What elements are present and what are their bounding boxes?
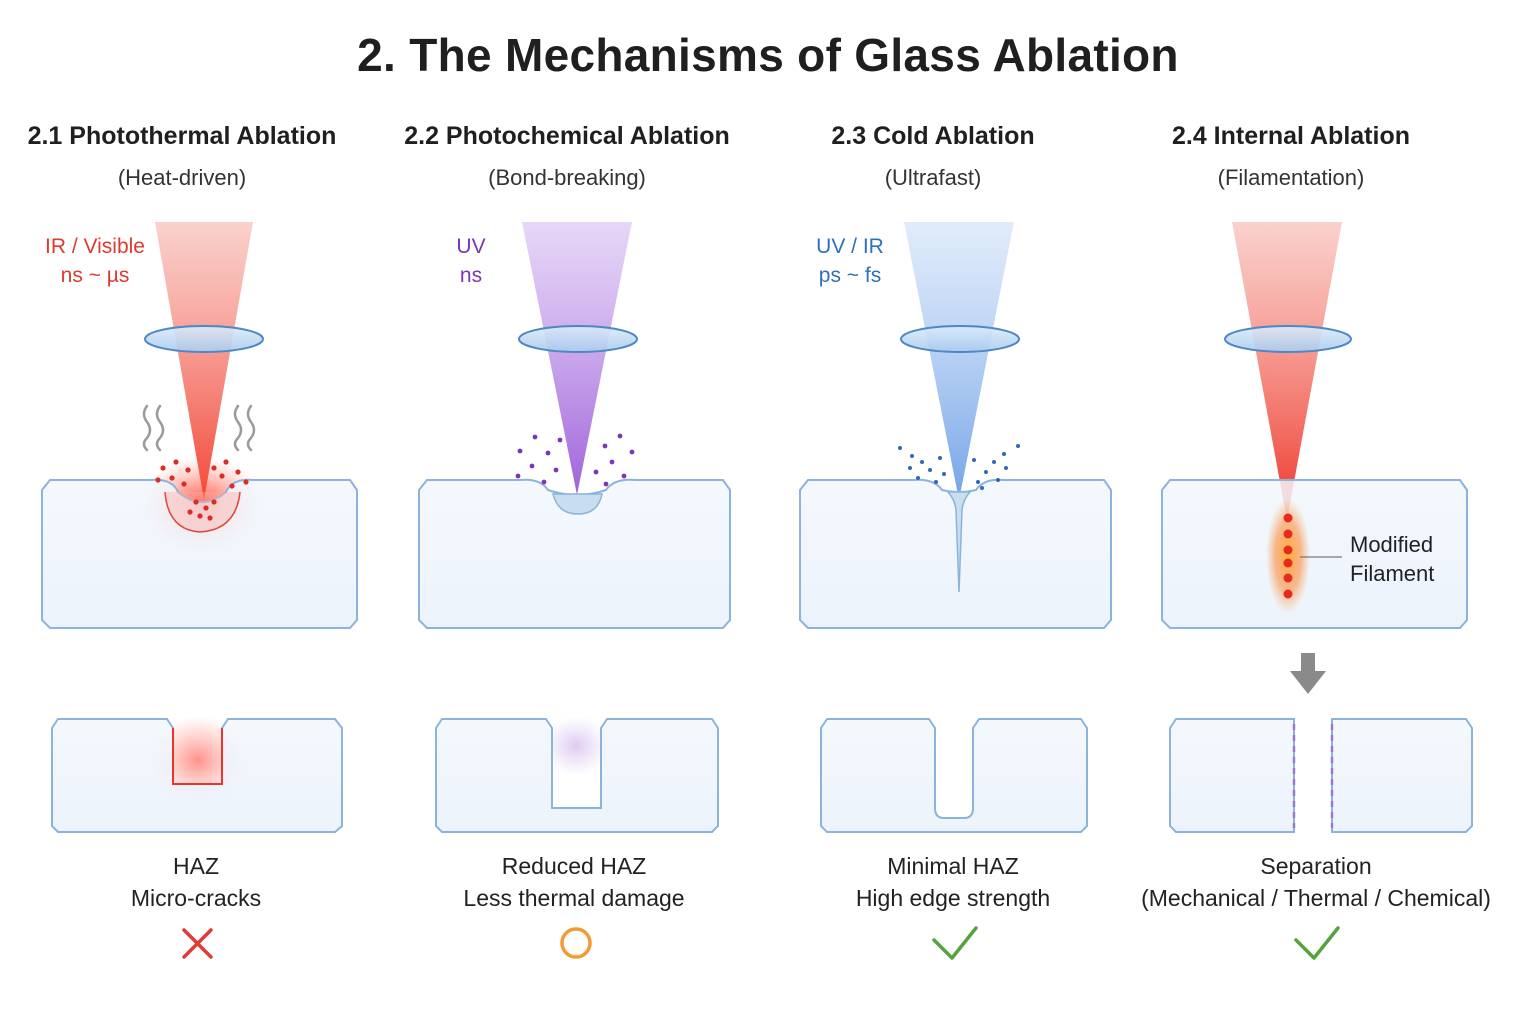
outcome-internal: Separation (Mechanical / Thermal / Chemi… (1116, 850, 1516, 914)
glass-substrate (799, 478, 1112, 629)
laser-pulse-duration: ns (459, 264, 483, 287)
ir-laser-beam (155, 222, 253, 500)
photothermal-setup (41, 222, 358, 629)
laser-pulse-duration: ps ~ fs (818, 264, 882, 287)
filament-label-line2: Filament (1350, 561, 1435, 586)
laser-params-photothermal: IR / Visible ns ~ µs (32, 232, 158, 290)
heat-wave-icons (142, 404, 256, 452)
page-title: 2. The Mechanisms of Glass Ablation (357, 29, 1179, 81)
filament-dots (1283, 513, 1293, 599)
result-photothermal (51, 716, 343, 833)
focusing-lens (1224, 325, 1352, 353)
outcome-cold: Minimal HAZ High edge strength (763, 850, 1143, 914)
filament-glow (1266, 498, 1310, 614)
outcome-line1: Minimal HAZ (887, 853, 1019, 879)
outcome-line1: Separation (1260, 853, 1372, 879)
focusing-lens (900, 325, 1020, 353)
cross-icon (182, 928, 213, 959)
outcome-line2: Micro-cracks (130, 885, 262, 911)
heading-text: 2.4 Internal Ablation (1171, 122, 1410, 150)
ultrafast-laser-beam (904, 222, 1014, 500)
ablated-channel (946, 491, 972, 593)
filament-label-line1: Modified (1350, 532, 1434, 557)
laser-params-cold: UV / IR ps ~ fs (800, 232, 900, 290)
down-arrow-icon (1290, 653, 1326, 694)
filament-label: Modified Filament (1350, 530, 1434, 588)
heading-text: 2.1 Photothermal Ablation (27, 122, 337, 150)
cold-setup (799, 222, 1112, 629)
filament-laser-beam (1232, 222, 1342, 520)
result-photochemical (435, 716, 719, 833)
outcome-photothermal: HAZ Micro-cracks (6, 850, 386, 914)
laser-wavelength: IR / Visible (45, 235, 145, 258)
column-heading-photothermal: 2.1 Photothermal Ablation (Heat-driven) (0, 122, 372, 191)
laser-params-photochemical: UV ns (441, 232, 501, 290)
glass-substrate (418, 478, 731, 629)
laser-wavelength: UV (456, 235, 486, 258)
check-icon (1294, 926, 1340, 960)
result-cold (820, 718, 1088, 833)
subheading-text: (Filamentation) (1217, 165, 1365, 190)
ejected-particles (515, 433, 635, 487)
outcome-line2: Less thermal damage (463, 885, 685, 911)
column-heading-internal: 2.4 Internal Ablation (Filamentation) (1101, 122, 1481, 191)
outcome-line1: HAZ (173, 853, 219, 879)
column-heading-cold: 2.3 Cold Ablation (Ultrafast) (743, 122, 1123, 191)
subheading-text: (Ultrafast) (884, 165, 982, 190)
outcome-line2: (Mechanical / Thermal / Chemical) (1141, 885, 1491, 911)
photochemical-setup (418, 222, 731, 629)
subheading-text: (Bond-breaking) (488, 165, 646, 190)
glass-substrate (41, 478, 358, 629)
laser-wavelength: UV / IR (816, 235, 884, 258)
check-icon (932, 926, 978, 960)
subheading-text: (Heat-driven) (117, 165, 247, 190)
heading-text: 2.3 Cold Ablation (831, 122, 1035, 150)
ejected-particles (155, 459, 249, 521)
ejected-particles (898, 444, 1020, 490)
outcome-line1: Reduced HAZ (501, 853, 647, 879)
focusing-lens (518, 325, 638, 353)
result-internal (1169, 718, 1473, 833)
column-heading-photochemical: 2.2 Photochemical Ablation (Bond-breakin… (377, 122, 757, 191)
laser-pulse-duration: ns ~ µs (60, 264, 130, 287)
glass-substrate (1161, 479, 1468, 629)
outcome-line2: High edge strength (855, 885, 1051, 911)
focusing-lens (144, 325, 264, 353)
heading-text: 2.2 Photochemical Ablation (404, 122, 730, 150)
outcome-photochemical: Reduced HAZ Less thermal damage (384, 850, 764, 914)
internal-setup (1161, 222, 1468, 694)
uv-laser-beam (522, 222, 632, 495)
circle-icon (560, 927, 592, 959)
